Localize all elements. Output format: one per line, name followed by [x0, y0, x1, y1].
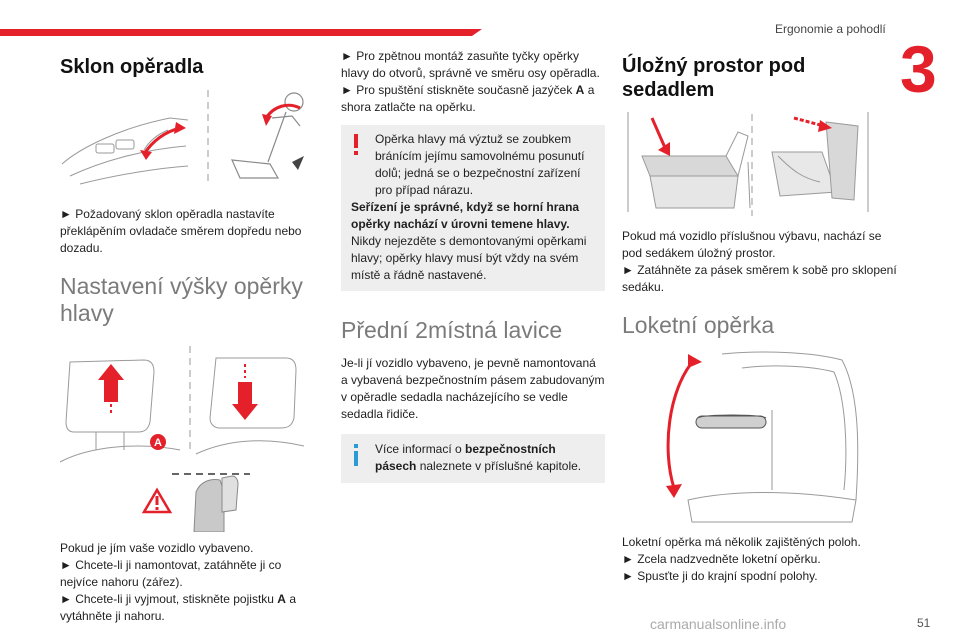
warning-text-never-drive: Nikdy nejezděte s demontovanými opěrkami…: [351, 234, 587, 282]
warning-icon: [354, 134, 358, 155]
warning-text-tooth: Opěrka hlavy má výztuž se zoubkem bráníc…: [375, 132, 585, 197]
storage-title: Úložný prostor pod sedadlem: [622, 55, 806, 101]
backrest-illustration: [61, 89, 304, 186]
headrest-illustration: A: [60, 345, 304, 532]
armrest-illustration: [666, 351, 859, 523]
bench-description: Je-li jí vozidlo vybaveno, je pevně namo…: [341, 355, 605, 421]
chapter-number: 3: [900, 32, 937, 106]
section-title: Ergonomie a pohodlí: [775, 22, 886, 36]
column-right: Úložný prostor pod sedadlem Pokud má voz…: [622, 55, 902, 585]
armrest-title: Loketní opěrka: [622, 312, 775, 339]
header-accent-bar: [0, 29, 482, 36]
armrest-raise-instruction: ► Zcela nadzvedněte loketní opěrku.: [622, 551, 821, 566]
storage-description: Pokud má vozidlo příslušnou výbavu, nach…: [622, 229, 882, 261]
headrest-remove-instruction: ► Chcete-li ji vyjmout, stiskněte pojist…: [60, 591, 296, 623]
headrest-mount-instruction: ► Chcete-li ji namontovat, zatáhněte ji …: [60, 557, 282, 589]
column-middle: ► Pro zpětnou montáž zasuňte tyčky opěrk…: [341, 48, 605, 483]
storage-instruction: ► Zatáhněte za pásek směrem k sobě pro s…: [622, 263, 897, 295]
info-icon: [354, 443, 358, 466]
seatbelt-info-box: Více informací o bezpečnostních pásech n…: [341, 433, 605, 483]
armrest-lower-instruction: ► Spusťte ji do krajní spodní polohy.: [622, 568, 818, 583]
watermark: carmanualsonline.info: [650, 616, 787, 632]
armrest-description: Loketní opěrka má několik zajištěných po…: [622, 534, 861, 549]
headrest-equipped-note: Pokud je jím vaše vozidlo vybaveno.: [60, 540, 254, 555]
backrest-instruction: ► Požadovaný sklon opěradla nastavíte př…: [60, 206, 302, 255]
warning-text: Opěrka hlavy má výztuž se zoubkem bráníc…: [351, 131, 595, 284]
headrest-warning-box: Opěrka hlavy má výztuž se zoubkem bráníc…: [341, 125, 605, 291]
callout-a-label: A: [154, 437, 162, 449]
storage-illustration: [627, 112, 869, 217]
warning-text-correct-height: Seřízení je správné, když se horní hrana…: [351, 200, 580, 231]
page-number: 51: [917, 616, 931, 630]
bench-title: Přední 2místná lavice: [341, 317, 563, 343]
info-text: Více informací o bezpečnostních pásech n…: [375, 441, 582, 473]
headrest-title: Nastavení výšky opěrky hlavy: [60, 272, 303, 327]
headrest-lower-instruction: ► Pro spuštění stiskněte současně jazýče…: [341, 83, 595, 114]
backrest-title: Sklon opěradla: [60, 56, 204, 78]
headrest-refit-instruction: ► Pro zpětnou montáž zasuňte tyčky opěrk…: [341, 49, 600, 80]
column-left: Sklon opěradla ► Požadovaný sklon opěrad…: [60, 56, 304, 625]
